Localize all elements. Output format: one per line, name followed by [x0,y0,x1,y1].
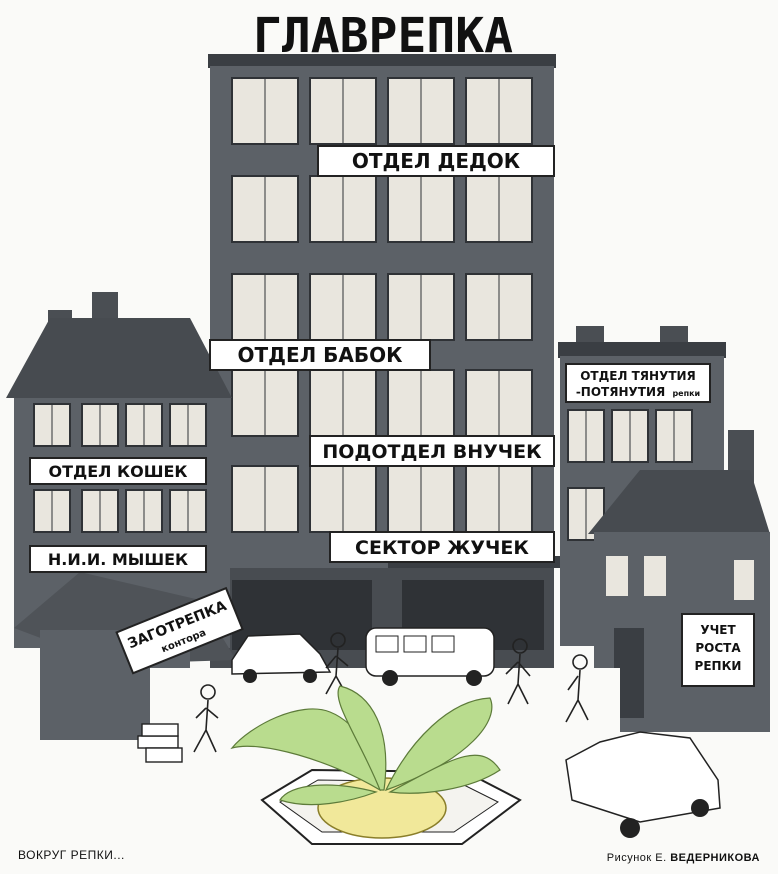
svg-text:ОТДЕЛ ДЕДОК: ОТДЕЛ ДЕДОК [352,149,521,173]
sign-tyanutiya: ОТДЕЛ ТЯНУТИЯ -ПОТЯНУТИЯ репки [565,363,711,403]
courtyard [137,627,721,874]
caption-right-name: ВЕДЕРНИКОВА [670,852,760,864]
sign-babok: ОТДЕЛ БАБОК [209,339,431,371]
sign-dedok: ОТДЕЛ ДЕДОК [317,145,555,177]
svg-text:ОТДЕЛ КОШЕК: ОТДЕЛ КОШЕК [48,462,187,481]
caption-right: Рисунок Е. ВЕДЕРНИКОВА [607,852,760,864]
svg-text:-ПОТЯНУТИЯ репки: -ПОТЯНУТИЯ репки [576,385,700,399]
small-house-sign-line3: РЕПКИ [695,659,742,673]
svg-text:Н.И.И. МЫШЕК: Н.И.И. МЫШЕК [48,550,188,569]
caption-right-prefix: Рисунок Е. [606,852,671,864]
turnip-leaves [230,685,501,806]
small-house-sign-line2: РОСТА [695,641,741,655]
pedestrians [193,632,589,753]
small-house-sign-line1: УЧЕТ [700,623,736,637]
car-right [565,731,721,838]
sign-zhuchek: СЕКТОР ЖУЧЕК [329,531,555,563]
main-building: ГЛАВРЕПКА [208,8,578,668]
sign-myshek: Н.И.И. МЫШЕК [29,545,207,573]
caption-left: ВОКРУГ РЕПКИ... [18,848,125,862]
sign-vnuchek: ПОДОТДЕЛ ВНУЧЕК [309,435,555,467]
svg-text:ОТДЕЛ ТЯНУТИЯ: ОТДЕЛ ТЯНУТИЯ [580,369,696,383]
car-left [231,633,332,683]
small-house: УЧЕТ РОСТА РЕПКИ [588,430,770,732]
svg-text:ОТДЕЛ БАБОК: ОТДЕЛ БАБОК [237,343,403,367]
sign-koshek: ОТДЕЛ КОШЕК [29,457,207,485]
parcels [137,723,183,763]
svg-text:СЕКТОР ЖУЧЕК: СЕКТОР ЖУЧЕК [355,537,529,559]
svg-text:ПОДОТДЕЛ ВНУЧЕК: ПОДОТДЕЛ ВНУЧЕК [322,441,542,463]
van [365,627,495,686]
